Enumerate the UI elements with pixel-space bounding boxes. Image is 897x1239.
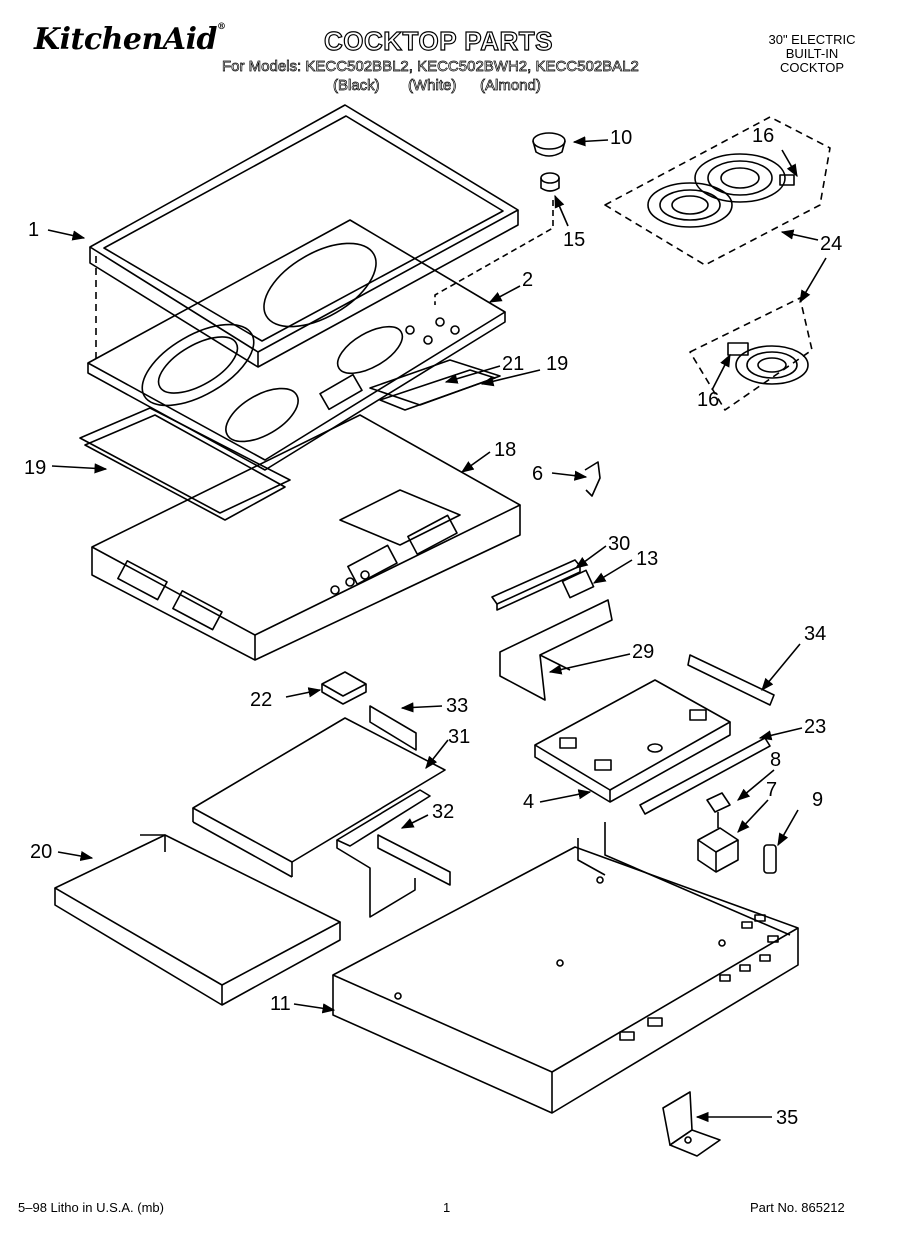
callout-13: 13 [636, 548, 658, 570]
terminal-block-13 [561, 569, 595, 599]
callout-24: 24 [820, 233, 842, 255]
brand-logo: KitchenAid® [34, 22, 226, 57]
callout-7: 7 [766, 779, 777, 801]
control-box [534, 679, 731, 803]
callout-11: 11 [270, 993, 291, 1015]
footer-part-number: Part No. 865212 [750, 1200, 845, 1215]
callout-23: 23 [804, 716, 826, 738]
callout-31: 31 [448, 726, 470, 748]
product-type-line: 30" ELECTRIC [768, 32, 856, 47]
callout-19-left: 19 [24, 457, 46, 479]
mounting-bracket-35 [662, 1091, 721, 1157]
callout-35: 35 [776, 1107, 798, 1129]
bracket-29 [499, 599, 613, 701]
callout-4: 4 [523, 791, 534, 813]
glass-cooktop [87, 219, 506, 471]
callout-34: 34 [804, 623, 826, 645]
infinite-switch-7 [697, 812, 739, 873]
callout-6: 6 [532, 463, 543, 485]
element-group-large [604, 116, 831, 266]
clip-part [584, 461, 601, 497]
callout-19-right: 19 [546, 353, 568, 375]
bracket-33 [369, 705, 417, 751]
callout-10: 10 [610, 127, 632, 149]
indicator-light-9 [763, 844, 777, 874]
callout-8: 8 [770, 749, 781, 771]
product-type-line: BUILT-IN [785, 46, 839, 61]
callout-32: 32 [432, 801, 454, 823]
color-label-almond: (Almond) [480, 77, 542, 95]
models-line: For Models: KECC502BBL2, KECC502BWH2, KE… [222, 58, 640, 76]
control-knob [532, 132, 566, 157]
callout-33: 33 [446, 695, 468, 717]
product-type-line: COCKTOP [779, 60, 845, 75]
gasket-strips [79, 359, 501, 521]
base-box-11 [332, 822, 799, 1114]
callout-16-top: 16 [752, 125, 774, 147]
chassis-frame [91, 414, 521, 661]
side-panel-31 [192, 717, 446, 878]
callout-16-bottom: 16 [697, 389, 719, 411]
footer-page-number: 1 [443, 1200, 451, 1215]
knob-bushing [434, 172, 560, 305]
bracket-30 [491, 559, 581, 611]
color-label-black: (Black) [333, 77, 380, 95]
product-type: 30" ELECTRIC BUILT-IN COCKTOP [760, 33, 864, 75]
terminal-block-22 [321, 671, 367, 705]
callout-21: 21 [502, 353, 524, 375]
callout-1: 1 [28, 219, 39, 241]
callout-15: 15 [563, 229, 585, 251]
callout-9: 9 [812, 789, 823, 811]
diagram-title: COCKTOP PARTS [323, 25, 553, 56]
switch-bracket-8 [706, 792, 731, 813]
mounting-rail-23 [639, 737, 771, 815]
callout-18: 18 [494, 439, 516, 461]
bracket-32 [336, 789, 451, 918]
callout-22: 22 [250, 689, 272, 711]
footer-litho: 5–98 Litho in U.S.A. (mb) [18, 1200, 164, 1215]
callout-30: 30 [608, 533, 630, 555]
callout-20: 20 [30, 841, 52, 863]
callout-2: 2 [522, 269, 533, 291]
element-group-small [689, 297, 813, 411]
tray-20 [54, 834, 341, 1006]
leader-lines [47, 136, 827, 1123]
trim-strip-34 [687, 654, 775, 706]
color-label-white: (White) [408, 77, 457, 95]
callout-29: 29 [632, 641, 654, 663]
trim-frame [89, 104, 519, 368]
